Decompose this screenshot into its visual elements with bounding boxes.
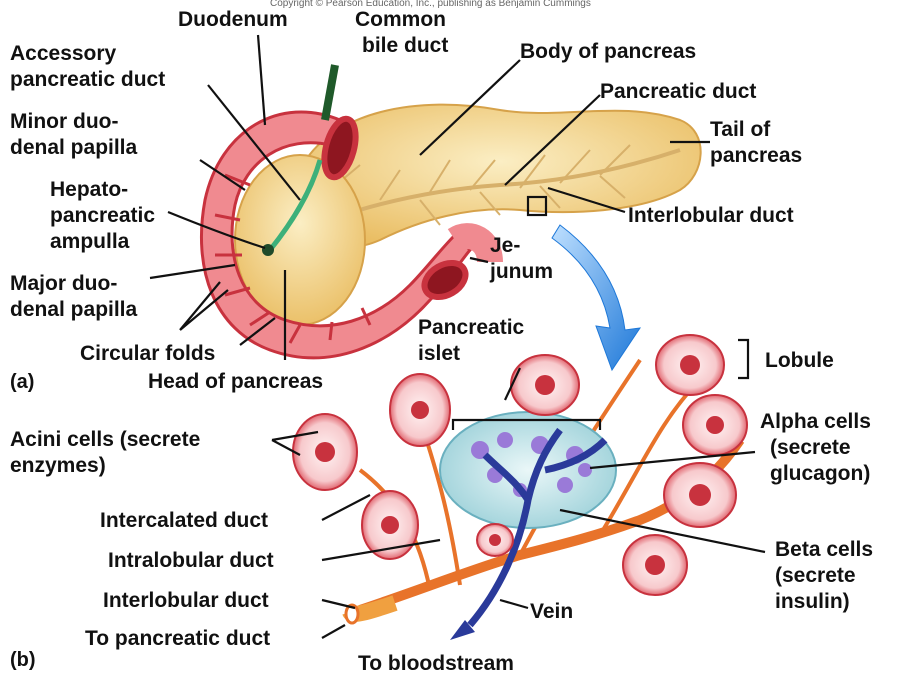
- label-minor-duodenal-papilla-1: Minor duo-: [10, 110, 118, 133]
- label-panel-a: (a): [10, 371, 34, 393]
- label-to-bloodstream: To bloodstream: [358, 652, 514, 675]
- label-pancreatic-duct: Pancreatic duct: [600, 80, 756, 103]
- label-beta-cells-2: (secrete: [775, 564, 856, 587]
- label-alpha-cells-2: (secrete: [770, 436, 851, 459]
- label-circular-folds: Circular folds: [80, 342, 215, 365]
- label-jejunum-1: Je-: [490, 234, 520, 257]
- label-accessory-pancreatic-duct-1: Accessory: [10, 42, 117, 65]
- label-duodenum: Duodenum: [178, 8, 288, 31]
- label-hepatopancreatic-3: ampulla: [50, 230, 130, 253]
- label-body-of-pancreas: Body of pancreas: [520, 40, 696, 63]
- panel-b-illustration: [293, 335, 747, 640]
- label-acini-cells-1: Acini cells (secrete: [10, 428, 200, 451]
- label-common-bile-duct-2: bile duct: [362, 34, 448, 57]
- label-interlobular-duct-b: Interlobular duct: [103, 589, 269, 612]
- zoom-arrow: [552, 225, 640, 370]
- label-tail-of-pancreas-1: Tail of: [710, 118, 771, 141]
- label-common-bile-duct-1: Common: [355, 8, 446, 31]
- label-hepatopancreatic-2: pancreatic: [50, 204, 155, 227]
- label-tail-of-pancreas-2: pancreas: [710, 144, 802, 167]
- label-minor-duodenal-papilla-2: denal papilla: [10, 136, 138, 159]
- label-panel-b: (b): [10, 649, 36, 671]
- label-acini-cells-2: enzymes): [10, 454, 106, 477]
- label-major-duodenal-papilla-2: denal papilla: [10, 298, 138, 321]
- label-jejunum-2: junum: [489, 260, 553, 283]
- label-to-pancreatic-duct: To pancreatic duct: [85, 627, 270, 650]
- label-accessory-pancreatic-duct-2: pancreatic duct: [10, 68, 165, 91]
- label-major-duodenal-papilla-1: Major duo-: [10, 272, 117, 295]
- label-vein: Vein: [530, 600, 573, 623]
- label-beta-cells-3: insulin): [775, 590, 850, 613]
- label-interlobular-duct-a: Interlobular duct: [628, 204, 794, 227]
- label-hepatopancreatic-1: Hepato-: [50, 178, 128, 201]
- label-alpha-cells-3: glucagon): [770, 462, 870, 485]
- panel-a-illustration: [201, 65, 700, 358]
- label-intralobular-duct: Intralobular duct: [108, 549, 274, 572]
- label-head-of-pancreas: Head of pancreas: [148, 370, 323, 393]
- label-intercalated-duct: Intercalated duct: [100, 509, 268, 532]
- label-beta-cells-1: Beta cells: [775, 538, 873, 561]
- common-bile-duct-tube: [325, 65, 335, 120]
- label-lobule: Lobule: [765, 349, 834, 372]
- label-alpha-cells-1: Alpha cells: [760, 410, 871, 433]
- label-pancreatic-islet-2: islet: [418, 342, 460, 365]
- ampulla-dot: [262, 244, 274, 256]
- label-pancreatic-islet-1: Pancreatic: [418, 316, 525, 339]
